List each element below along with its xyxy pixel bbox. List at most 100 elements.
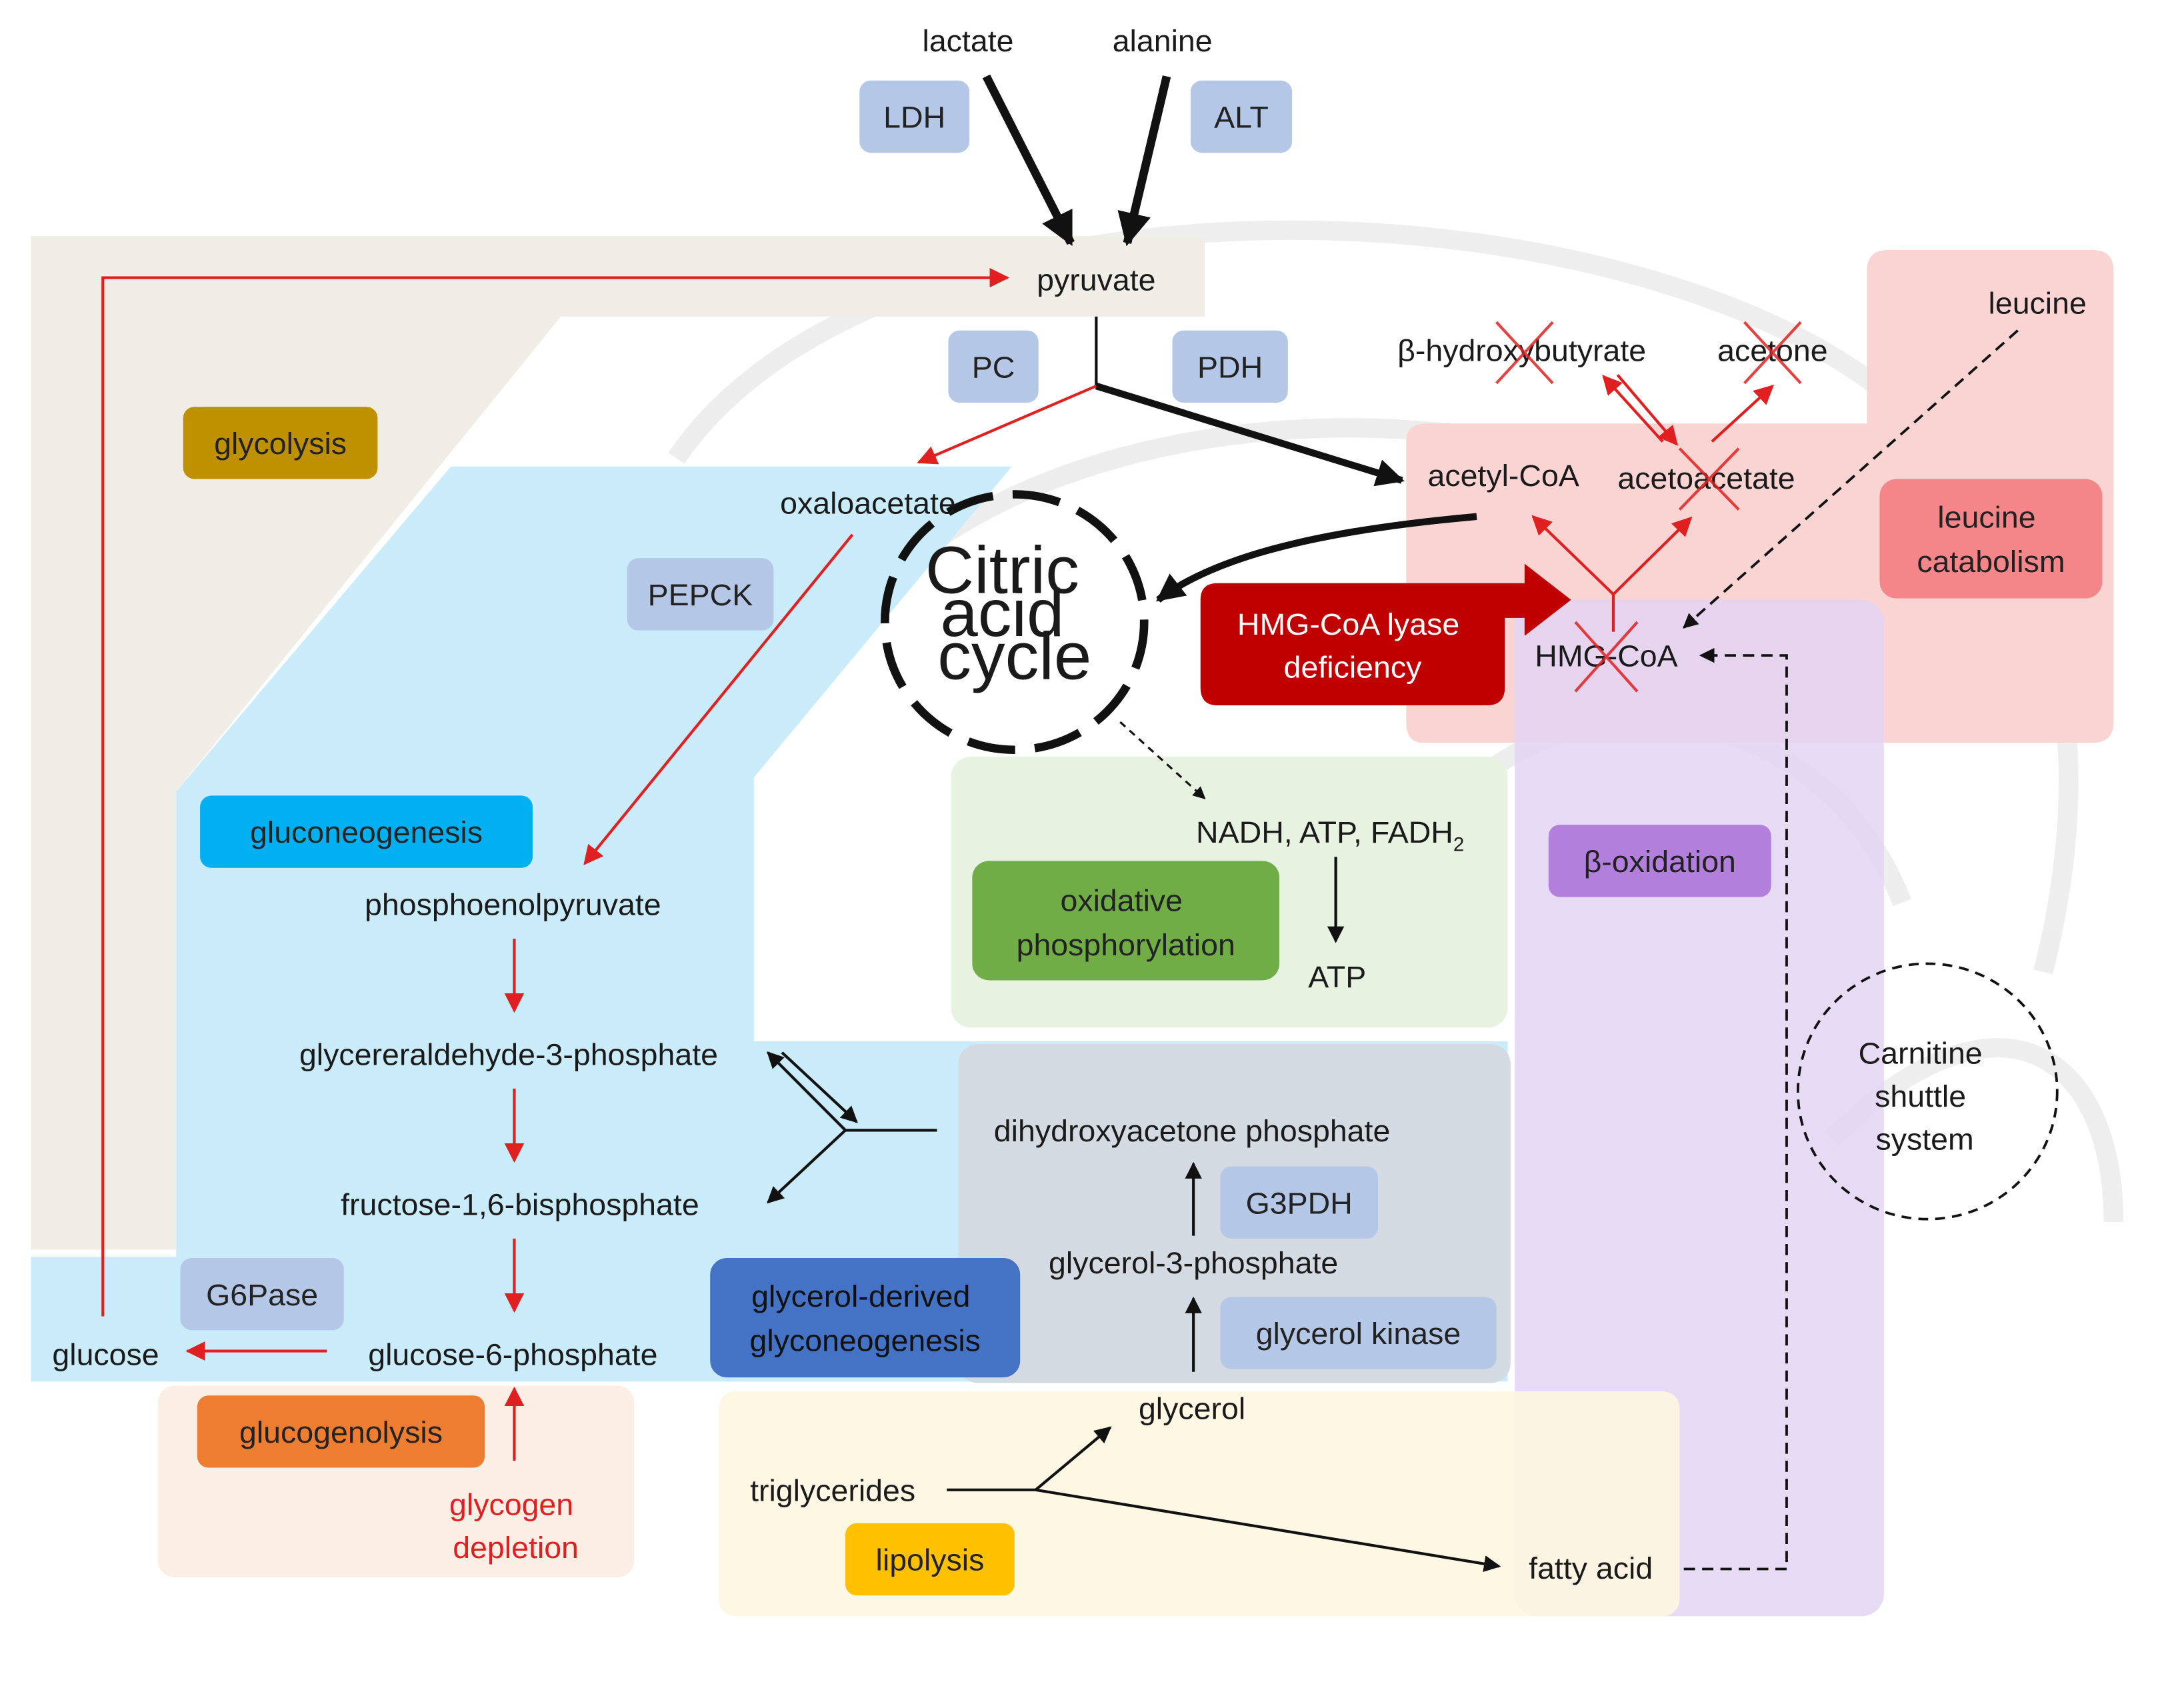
glycogen-depletion-label: glycogen depletion (449, 1487, 582, 1565)
ldh-box (859, 80, 970, 153)
alanine-label: alanine (1113, 23, 1213, 58)
arrow-fattyacid-hmgcoa (1683, 647, 1788, 1571)
block-x-hmg-coa (1574, 621, 1639, 693)
metabolite-labels: lactate alanine pyruvate oxaloacetate ac… (52, 23, 2086, 1585)
carnitine-line-1: Carnitine (1859, 1036, 1983, 1071)
leucine-cat-line-2: catabolism (1917, 544, 2065, 579)
glycogen-depletion-line-2: depletion (453, 1530, 579, 1565)
leucine-catabolism-label: leucine catabolism (1917, 500, 2065, 579)
leucine-catabolism-badge (1879, 479, 2103, 599)
arrow-pyruvate-acetylcoa (1095, 383, 1405, 487)
glycerol-3p-label: glycerol-3-phosphate (1049, 1245, 1338, 1280)
b-oxidation-badge (1548, 825, 1771, 897)
lipolysis-label: lipolysis (876, 1543, 985, 1577)
glycerol-derived-line-2: glyconeogenesis (750, 1323, 981, 1358)
arrow-alanine-pyruvate (1117, 75, 1171, 247)
ldh-label: LDH (883, 100, 945, 135)
arrow-dhap-gap-upper (767, 1051, 847, 1131)
glycerol-label: glycerol (1139, 1391, 1245, 1426)
dhap-label: dihydroxyacetone phosphate (994, 1113, 1391, 1148)
leucine-label: leucine (1989, 286, 2087, 321)
g6pase-box (180, 1258, 344, 1331)
citric-acid-cycle-label: Citric acid cycle (925, 533, 1098, 693)
carnitine-line-3: system (1875, 1122, 1973, 1157)
arrow-leucine-hmgcoa (1682, 329, 2019, 629)
arrow-bhb-acetoacetate (1616, 374, 1679, 446)
tca-line-3: cycle (937, 619, 1091, 693)
arrow-glucose-pyruvate (101, 267, 1010, 1317)
carnitine-shuttle-circle (1796, 962, 2059, 1221)
leucine-cat-line-1: leucine (1937, 500, 2035, 535)
pdh-label: PDH (1197, 350, 1263, 385)
glyceraldehyde-3p-label: glycereraldehyde-3-phosphate (299, 1037, 718, 1072)
pathway-badges: glycolysis gluconeogenesis oxidative pho… (183, 407, 2103, 1596)
pc-box (948, 330, 1039, 403)
alt-box (1190, 80, 1293, 153)
oxphos-line-1: oxidative (1061, 883, 1183, 918)
fructose-16bp-label: fructose-1,6-bisphosphate (341, 1187, 699, 1222)
lipolysis-badge (845, 1523, 1015, 1596)
arrow-hmgcoa-acetylcoa (1531, 515, 1615, 595)
arrows-black (767, 74, 2019, 1573)
pc-label: PC (972, 350, 1015, 385)
arrow-dhap-fbp (767, 1129, 847, 1204)
oxphos-badge (972, 861, 1280, 981)
arrow-acetoacetate-acetone (1711, 385, 1775, 443)
atp-label: ATP (1308, 959, 1366, 994)
arrow-acetylcoa-tca (1155, 513, 1477, 603)
glycerol-derived-line-1: glycerol-derived (751, 1279, 970, 1313)
glycerol-kinase-box (1220, 1297, 1497, 1369)
arrow-oxaloacetate-pep (583, 533, 854, 865)
arrow-tg-fattyacid (1035, 1488, 1501, 1573)
pepck-label: PEPCK (648, 577, 753, 612)
nadh-atp-fadh2-label: NADH, ATP, FADH2 (1196, 815, 1464, 856)
tca-line-2: acid (940, 577, 1064, 651)
acetone-label: acetone (1717, 333, 1827, 368)
glycolysis-label: glycolysis (214, 426, 347, 461)
block-x-acetone (1743, 321, 1802, 385)
lactate-label: lactate (923, 23, 1014, 58)
carnitine-line-2: shuttle (1875, 1079, 1966, 1113)
phosphoenolpyruvate-label: phosphoenolpyruvate (365, 887, 661, 922)
glycolysis-badge (183, 407, 378, 479)
arrow-pyruvate-oxaloacetate (917, 385, 1097, 465)
glucogenolysis-label: glucogenolysis (239, 1415, 443, 1449)
triglycerides-label: triglycerides (750, 1473, 915, 1508)
tca-line-1: Citric (925, 533, 1079, 607)
arrow-acetoacetate-bhb (1602, 375, 1664, 443)
b-oxidation-label: β-oxidation (1584, 844, 1736, 879)
g3pdh-box (1220, 1166, 1379, 1239)
hmgcoa-lyase-deficiency-arrow: HMG-CoA lyase deficiency (1200, 563, 1571, 706)
fadh2-subscript: 2 (1453, 834, 1464, 856)
arrow-hmgcoa-acetoacetate (1612, 516, 1693, 595)
blocked-markers (1495, 321, 1802, 693)
fatty-acid-label: fatty acid (1529, 1551, 1653, 1585)
gluconeogenesis-badge (200, 795, 533, 868)
acetoacetate-label: acetoacetate (1617, 461, 1795, 495)
enzyme-boxes: LDH ALT PC PDH PEPCK G6Pase G3PDH glycer… (180, 80, 1497, 1369)
oxphos-line-2: phosphorylation (1017, 927, 1235, 962)
arrow-tca-nadh (1119, 721, 1206, 799)
g3pdh-label: G3PDH (1246, 1186, 1353, 1221)
oxaloacetate-label: oxaloacetate (780, 486, 956, 521)
pepck-box (627, 558, 774, 631)
gluconeogenesis-label: gluconeogenesis (250, 815, 483, 850)
arrows-red (101, 267, 1775, 1461)
nadh-atp-fadh-text: NADH, ATP, FADH (1196, 815, 1453, 850)
pdh-box (1172, 330, 1288, 403)
alt-label: ALT (1214, 100, 1269, 135)
arrow-lactate-pyruvate (982, 74, 1075, 246)
glycerol-derived-badge (710, 1258, 1021, 1378)
block-x-acetoacetate (1678, 447, 1740, 511)
pyruvate-label: pyruvate (1037, 263, 1155, 297)
deficiency-line-1: HMG-CoA lyase (1237, 607, 1459, 641)
deficiency-label: HMG-CoA lyase deficiency (1237, 607, 1468, 684)
glycogen-depletion-line-1: glycogen (449, 1487, 573, 1522)
glycerol-kinase-label: glycerol kinase (1256, 1316, 1461, 1351)
carnitine-shuttle-label: Carnitine shuttle system (1859, 1036, 1991, 1157)
arrow-gap-dhap (781, 1051, 858, 1123)
g6pase-label: G6Pase (206, 1277, 318, 1312)
deficiency-line-2: deficiency (1284, 650, 1422, 685)
glucogenolysis-badge (197, 1395, 485, 1468)
